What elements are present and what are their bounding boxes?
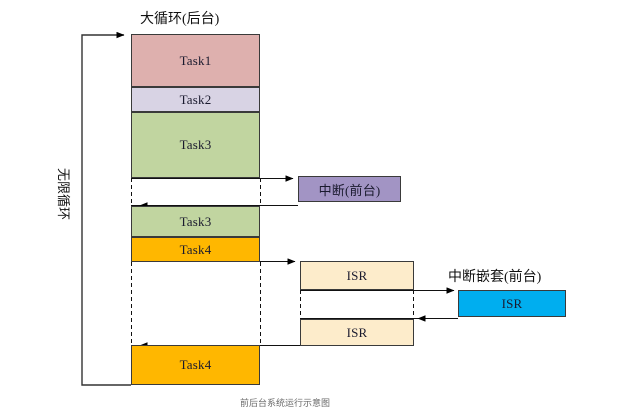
block-label: Task1 (179, 52, 212, 68)
block-label: ISR (346, 324, 368, 340)
block-label: Task3 (179, 137, 212, 152)
block-task4[interactable]: Task4 (131, 237, 260, 262)
block-label: Task4 (179, 357, 212, 372)
block-task1[interactable]: Task1 (131, 34, 260, 87)
block-label: Task4 (179, 241, 212, 257)
block-isr-second[interactable]: ISR (300, 319, 414, 346)
diagram-caption: 前后台系统运行示意图 (240, 398, 331, 408)
infinite-loop-bracket (81, 31, 131, 386)
infinite-loop-label: 无限循环 (56, 168, 71, 221)
block-interrupt[interactable]: 中断(前台) (298, 176, 401, 202)
block-task4-resume[interactable]: Task4 (131, 345, 260, 385)
block-label: Task3 (179, 213, 212, 229)
block-label: ISR (501, 295, 523, 311)
block-label: 中断(前台) (318, 182, 381, 198)
block-task3[interactable]: Task3 (131, 112, 260, 178)
block-isr-first[interactable]: ISR (300, 261, 414, 290)
block-isr-nested[interactable]: ISR (458, 290, 566, 317)
block-task2[interactable]: Task2 (131, 87, 260, 112)
block-label: ISR (346, 267, 368, 283)
block-label: Task2 (179, 91, 212, 107)
block-task3-resume[interactable]: Task3 (131, 206, 260, 237)
nested-interrupt-title: 中断嵌套(前台) (448, 270, 542, 285)
main-loop-title: 大循环(后台) (140, 12, 220, 27)
dashed-guides (131, 178, 414, 345)
